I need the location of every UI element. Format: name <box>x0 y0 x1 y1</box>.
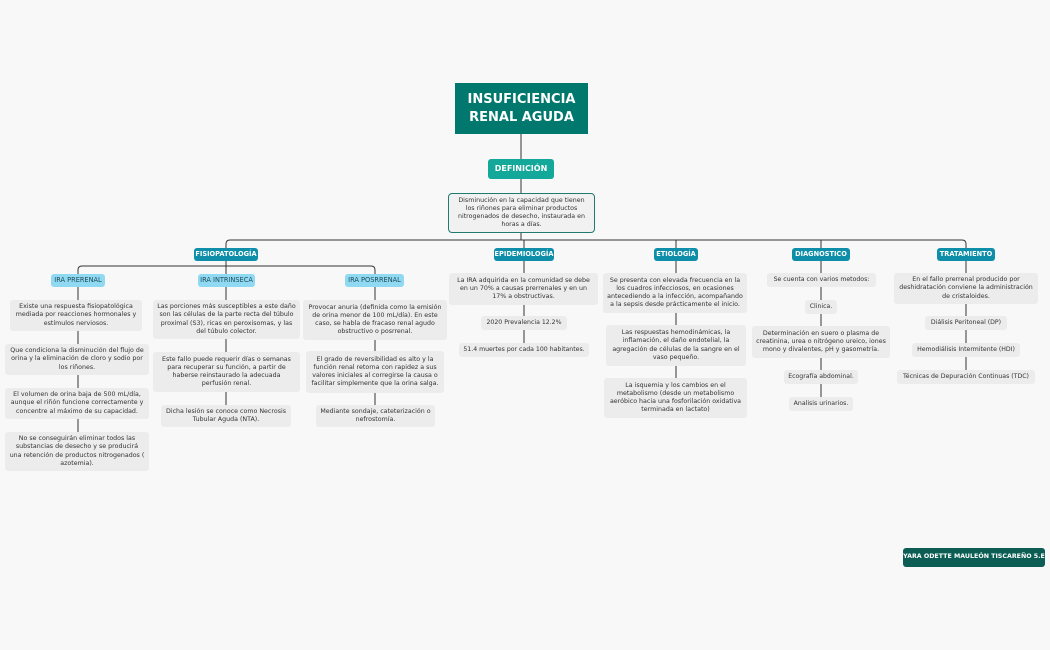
posrrenal-item-3[interactable]: Mediante sondaje, cateterización o nefro… <box>316 405 435 427</box>
subbranch-ira-prerenal[interactable]: IRA PRERENAL <box>51 274 105 287</box>
etiologia-item-3[interactable]: La isquemia y los cambios en el metaboli… <box>604 378 747 418</box>
definition-text[interactable]: Disminución en la capacidad que tienen l… <box>448 193 595 233</box>
posrrenal-item-1[interactable]: Provocar anuria (definida como la emisió… <box>303 300 447 340</box>
tratamiento-item-4[interactable]: Técnicas de Depuración Continuas (TDC) <box>897 370 1035 384</box>
epidemiologia-item-2[interactable]: 2020 Prevalencia 12.2% <box>481 316 567 330</box>
intrinseca-item-1[interactable]: Las porciones más susceptibles a este da… <box>153 300 300 339</box>
epidemiologia-item-3[interactable]: 51.4 muertes por cada 100 habitantes. <box>459 343 589 357</box>
subbranch-ira-intrinseca[interactable]: IRA INTRINSECA <box>198 274 255 287</box>
prerenal-item-3[interactable]: El volumen de orina baja de 500 mL/día, … <box>5 388 149 419</box>
etiologia-item-2[interactable]: Las respuestas hemodinámicas, la inflama… <box>606 325 746 366</box>
diagnostico-item-1[interactable]: Se cuenta con varios metodos: <box>767 273 876 287</box>
prerenal-item-1[interactable]: Existe una respuesta fisiopatológica med… <box>10 300 142 331</box>
branch-etiologia[interactable]: ETIOLOGÍA <box>654 248 698 261</box>
epidemiologia-item-1[interactable]: La IRA adquirida en la comunidad se debe… <box>449 273 598 305</box>
intrinseca-item-2[interactable]: Este fallo puede requerir días o semanas… <box>153 352 300 392</box>
branch-epidemiologia[interactable]: EPIDEMIOLOGÍA <box>494 248 554 261</box>
diagnostico-item-2[interactable]: Clinica. <box>805 300 837 314</box>
subbranch-ira-posrrenal[interactable]: IRA POSRRENAL <box>345 274 404 287</box>
diagnostico-item-4[interactable]: Ecografía abdominal. <box>784 370 858 384</box>
posrrenal-item-2[interactable]: El grado de reversibilidad es alto y la … <box>306 351 444 393</box>
map-title[interactable]: INSUFICIENCIA RENAL AGUDA <box>455 83 588 134</box>
branch-tratamiento[interactable]: TRATAMIENTO <box>937 248 995 261</box>
diagnostico-item-5[interactable]: Analisis urinarios. <box>789 397 853 411</box>
prerenal-item-4[interactable]: No se conseguirán eliminar todos las sub… <box>5 432 149 471</box>
intrinseca-item-3[interactable]: Dicha lesión se conoce como Necrosis Tub… <box>161 405 291 427</box>
tratamiento-item-2[interactable]: Diálisis Peritoneal (DP) <box>925 316 1007 330</box>
tratamiento-item-3[interactable]: Hemodiálisis Intermitente (HDI) <box>912 343 1020 357</box>
prerenal-item-2[interactable]: Que condiciona la disminución del flujo … <box>5 344 149 375</box>
tratamiento-item-1[interactable]: En el fallo prerrenal producido por desh… <box>894 273 1038 304</box>
diagnostico-item-3[interactable]: Determinación en suero o plasma de creat… <box>752 326 890 358</box>
branch-diagnostico[interactable]: DIAGNOSTICO <box>792 248 850 261</box>
author-label[interactable]: YARA ODETTE MAULEÓN TISCAREÑO 5.E <box>903 548 1045 567</box>
etiologia-item-1[interactable]: Se presenta con elevada frecuencia en la… <box>603 273 747 313</box>
branch-fisiopatologia[interactable]: FISIOPATOLOGÍA <box>194 248 258 261</box>
definition-label[interactable]: DEFINICIÓN <box>488 159 554 179</box>
